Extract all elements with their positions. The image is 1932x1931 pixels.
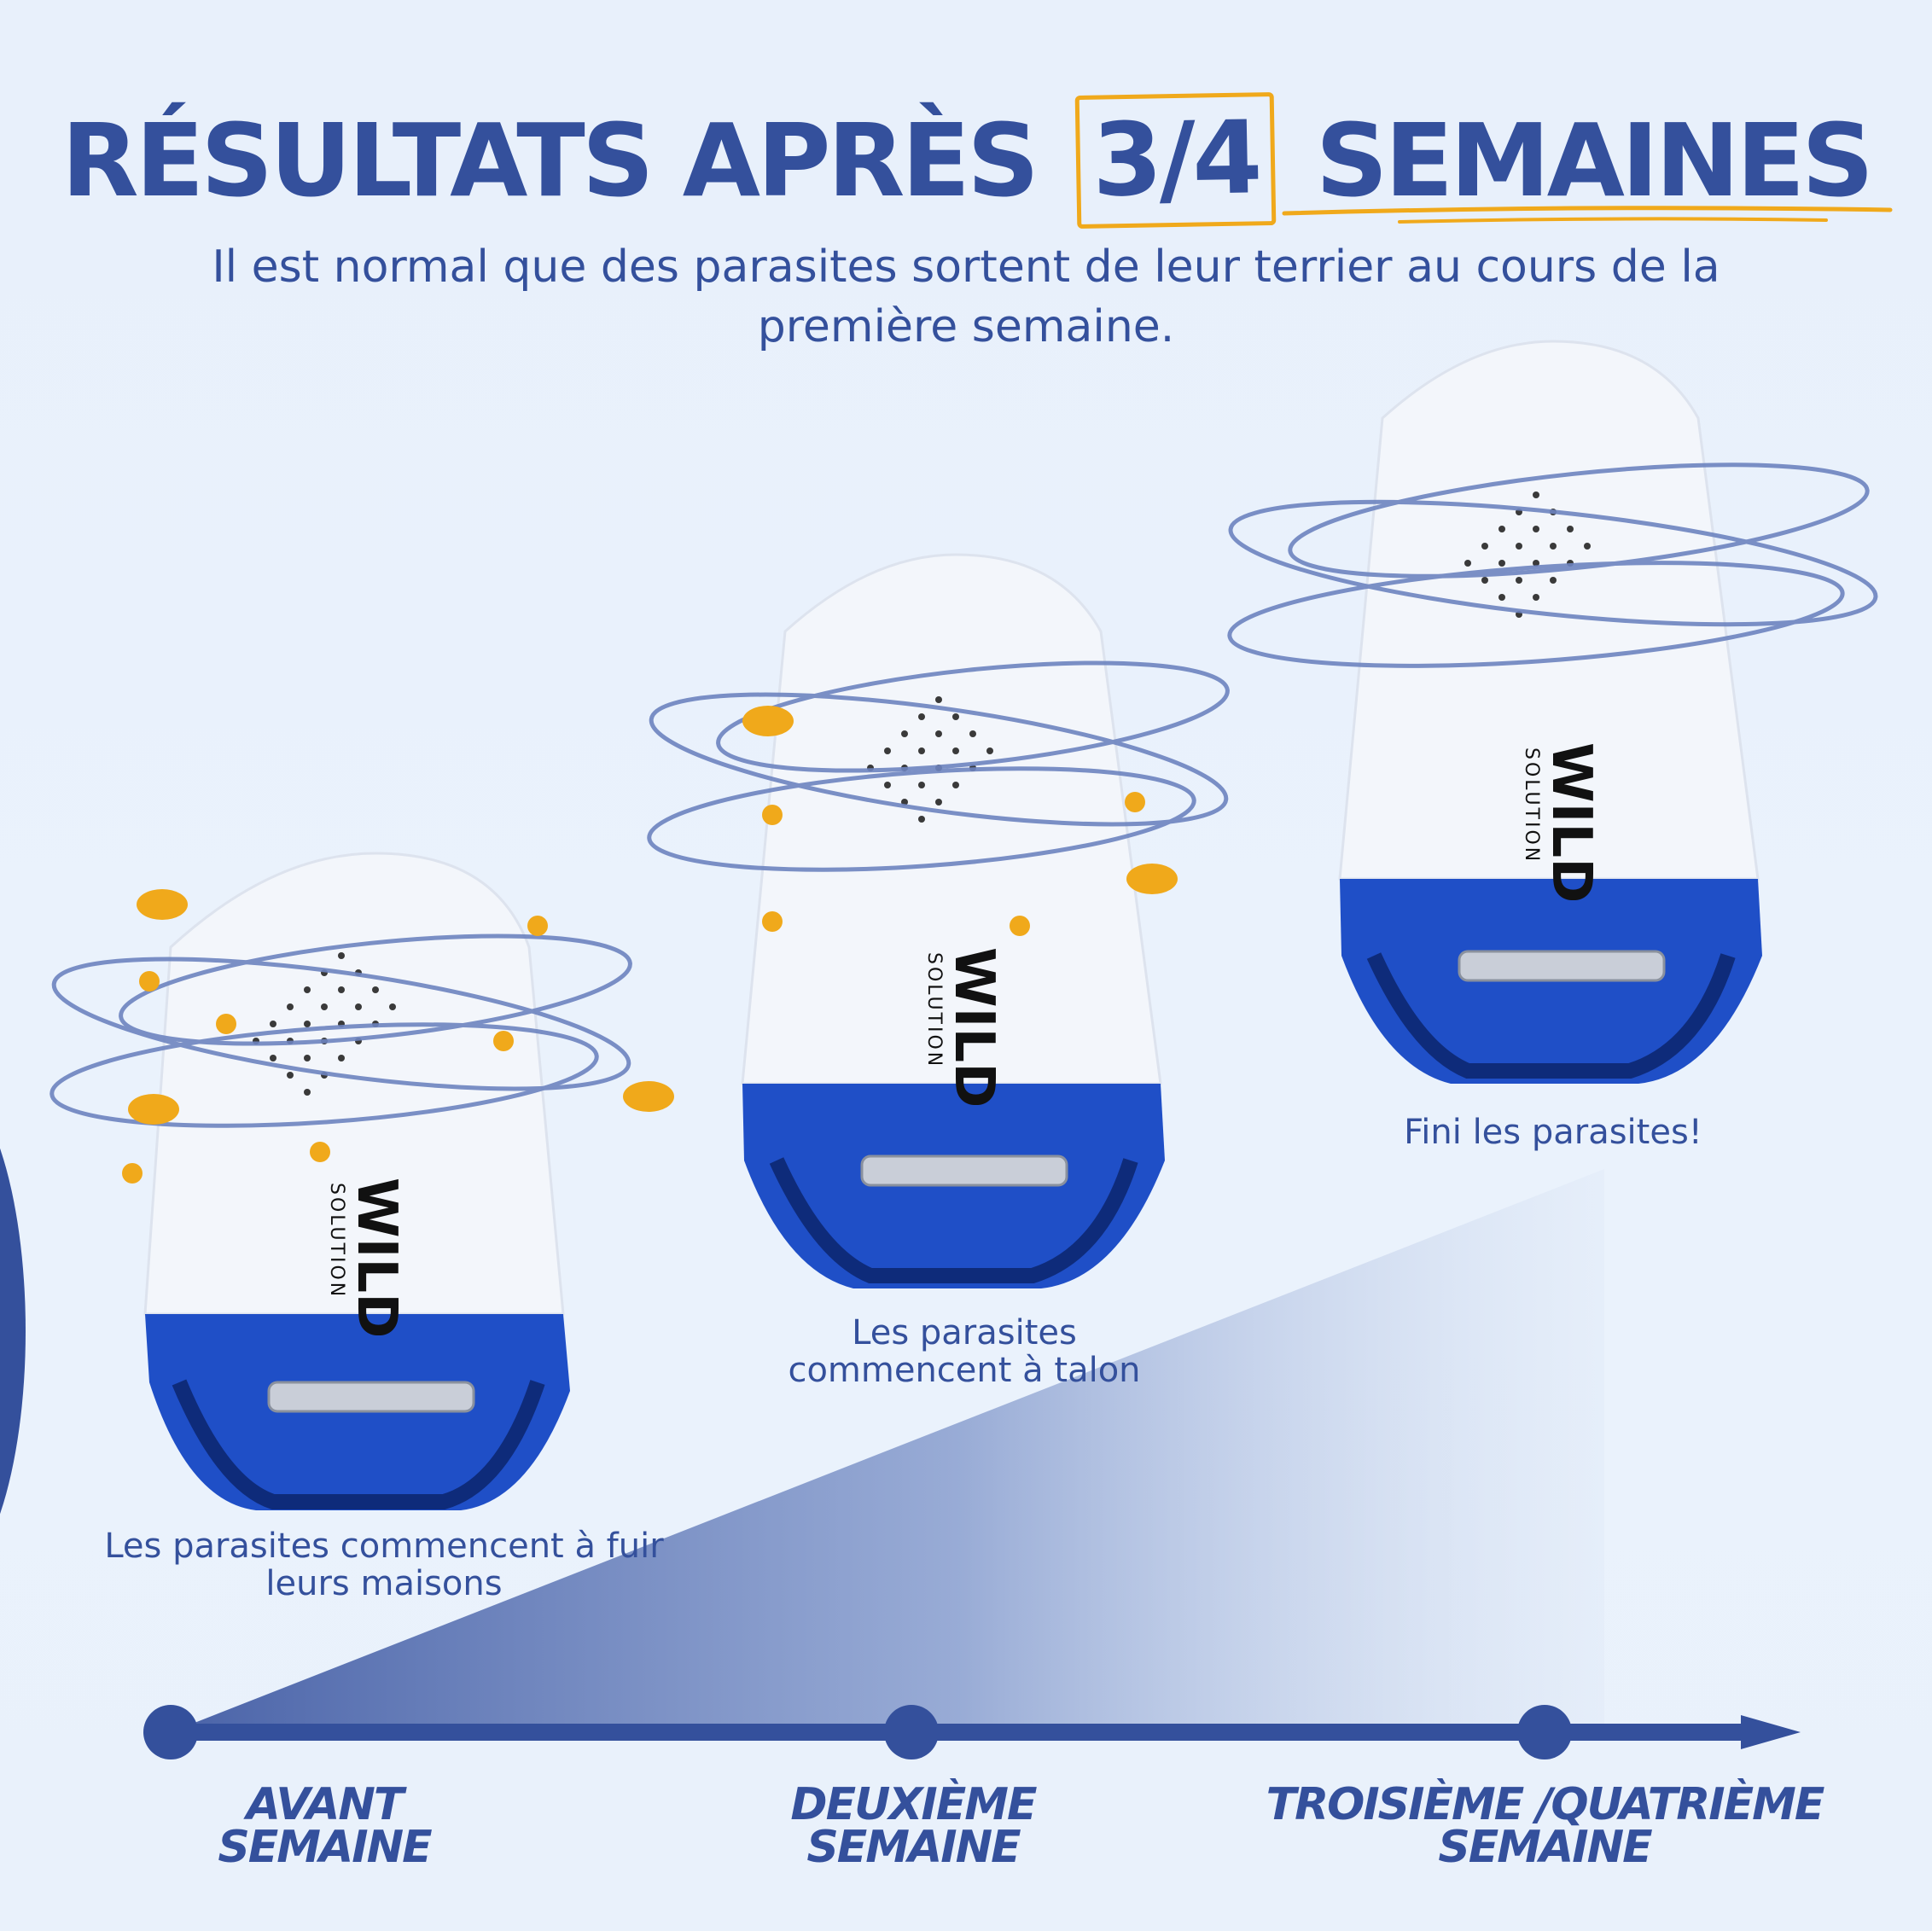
wave-rings	[1227, 462, 1878, 668]
brand-sub: SOLUTION	[1521, 747, 1542, 864]
brand-sub: SOLUTION	[326, 1183, 347, 1299]
brand-logo: WILD	[1539, 742, 1603, 903]
brand-sub: SOLUTION	[923, 952, 945, 1068]
progress-wedge	[171, 1169, 1604, 1732]
pest-icons	[742, 706, 1178, 936]
timeline-arrowhead	[1741, 1715, 1801, 1749]
brand-logo: WILD	[942, 947, 1005, 1108]
timeline-node-1	[143, 1705, 198, 1759]
title-underline	[1282, 206, 1893, 224]
title-part2: SEMAINES	[1315, 102, 1875, 219]
subtitle: Il est normal que des parasites sortent …	[212, 241, 1720, 352]
decorative-arc	[0, 1148, 26, 1515]
pest-icons	[122, 889, 674, 1184]
repeller-device-1: WILD SOLUTION	[49, 852, 674, 1510]
timeline-node-3	[1517, 1705, 1572, 1759]
timeline-node-2	[884, 1705, 939, 1759]
caption-3: Fini les parasites!	[1404, 1113, 1702, 1152]
page-title: RÉSULTATS APRÈS 3/4 SEMAINES	[0, 91, 1932, 230]
caption-1: Les parasites commencent à fuir leurs ma…	[104, 1527, 664, 1603]
timeline-label-2: DEUXIÈME SEMAINE	[790, 1779, 1037, 1873]
brand-logo: WILD	[345, 1178, 408, 1338]
repeller-device-2: WILD SOLUTION	[647, 553, 1230, 1288]
timeline-label-3: TROISIÈME /QUATRIÈME SEMAINE	[1266, 1779, 1825, 1873]
wave-rings	[647, 660, 1230, 872]
title-part1: RÉSULTATS APRÈS	[61, 102, 1039, 219]
timeline-label-1: AVANT SEMAINE	[218, 1779, 432, 1873]
caption-2: Les parasites commencent à talon	[788, 1313, 1141, 1390]
repeller-device-3: WILD SOLUTION	[1227, 340, 1878, 1084]
wave-rings	[49, 934, 632, 1128]
